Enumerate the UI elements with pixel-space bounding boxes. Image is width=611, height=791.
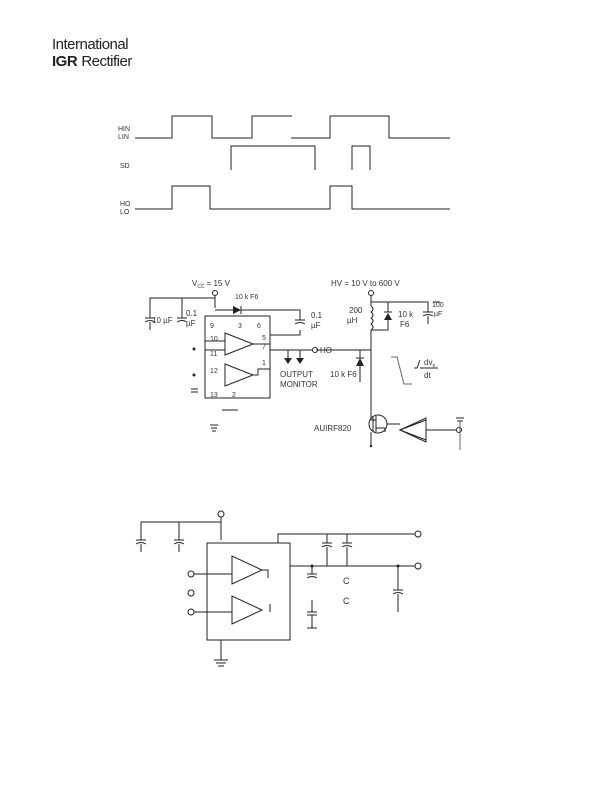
hin-lin-waveform: [135, 115, 292, 139]
cap-01uf-right-label: 0.1: [311, 311, 323, 320]
dvdt-den: dt: [424, 371, 431, 380]
gate-driver-icon: [398, 419, 427, 441]
bootstrap-diode-icon: [233, 306, 241, 314]
bootstrap-diode-label: 10 k F6: [235, 294, 258, 301]
driver-icon-2: [231, 595, 264, 625]
cap-10uf-label: 10 µF: [152, 316, 173, 325]
clamp-diode-icon: [356, 358, 364, 366]
output-monitor-label-2: MONITOR: [280, 380, 318, 389]
input-terminal-2: [187, 589, 195, 597]
hv-terminal-2: [414, 530, 422, 538]
dvdt-num: dvs: [424, 358, 435, 369]
logo-line-1: International: [52, 36, 129, 53]
logo-brand-mark: IGR: [52, 53, 78, 70]
component-label-c1: C: [343, 576, 350, 586]
driver-icon-1: [231, 555, 264, 585]
inductor-icon: [370, 305, 374, 331]
cap-01uf-right-unit: µF: [311, 321, 321, 330]
timing-label-sd: SD: [120, 163, 130, 170]
vcc-label: VCC= 15 V: [192, 279, 231, 290]
output-monitor-label-1: OUTPUT: [280, 370, 313, 379]
clamp-diode-label: 10 k F6: [330, 370, 357, 379]
test-circuit: VCC= 15 V HV = 10 V to 600 V 10 µF 0.1 µ…: [144, 279, 464, 450]
monitor-probe-icon: [284, 358, 292, 364]
hin-lin-waveform-a: [135, 115, 291, 139]
pin-13: 13: [210, 392, 218, 399]
third-circuit: C C: [135, 510, 422, 667]
mosfet-label: AUIRF820: [314, 424, 352, 433]
cap-01uf-left-label: 0.1: [186, 309, 198, 318]
logo-line-2: IGR Rectifier: [52, 53, 132, 70]
ho-lo-waveform: [135, 185, 450, 210]
hv-terminal: [368, 290, 374, 296]
pin-5: 5: [262, 335, 266, 342]
pin-3: 3: [238, 323, 242, 330]
pin-7: 7: [262, 344, 266, 351]
component-label-c2: C: [343, 596, 350, 606]
diode-10k-sub: F6: [400, 320, 410, 329]
ic-package: [204, 315, 271, 399]
timing-label-ho: HO: [120, 201, 131, 208]
timing-diagram: HIN LIN SD HO LO: [118, 115, 450, 216]
hv-label: HV = 10 V to 600 V: [331, 279, 400, 288]
high-side-driver-icon: [224, 332, 255, 356]
inductor-unit: µH: [347, 316, 358, 325]
company-logo: International IGR Rectifier: [52, 36, 172, 76]
ic-package-2: [206, 542, 291, 641]
sd-waveform-pulse: [351, 145, 371, 170]
pin-11: 11: [210, 351, 217, 358]
pin-2: 2: [232, 392, 236, 399]
pulse-input-terminal: [456, 427, 462, 433]
logo-rectifier: Rectifier: [81, 53, 132, 70]
freewheel-diode-icon: [384, 313, 392, 320]
input-terminal-3: [187, 608, 195, 616]
inductor-label: 200: [349, 306, 363, 315]
timing-label-hin: HIN: [118, 126, 130, 133]
cap-100uf-label: 100: [432, 302, 444, 309]
vcc-terminal: [212, 290, 218, 296]
pin-1: 1: [262, 360, 266, 367]
mosfet-icon: [368, 414, 388, 434]
vcc-terminal-2: [217, 510, 225, 518]
pin-9: 9: [210, 323, 214, 330]
hin-lin-waveform-b: [291, 115, 450, 139]
diode-10k-label: 10 k: [398, 310, 414, 319]
input-terminal-1: [187, 570, 195, 578]
pin-6: 6: [257, 323, 261, 330]
output-terminal-2: [414, 562, 422, 570]
cap-100uf-unit: µF: [434, 311, 442, 318]
low-side-driver-icon: [224, 363, 255, 387]
timing-label-lin: LIN: [118, 134, 129, 141]
pin-12: 12: [210, 368, 218, 375]
monitor-probe-icon-2: [296, 358, 304, 364]
cap-01uf-left-unit: µF: [186, 319, 196, 328]
pin-10: 10: [210, 336, 218, 343]
timing-label-lo: LO: [120, 209, 130, 216]
sd-waveform: [230, 145, 316, 170]
